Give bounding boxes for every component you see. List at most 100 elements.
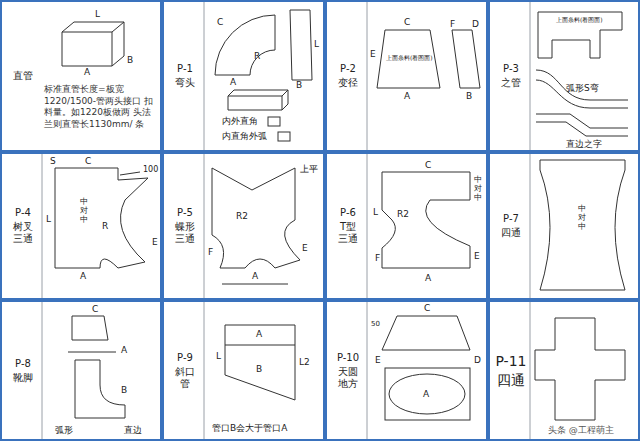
- fitting-cell: P-11 四通: [488, 300, 640, 441]
- dimension-label: R2: [397, 210, 409, 219]
- dimension-label: E: [375, 356, 381, 365]
- dimension-label: 50: [371, 321, 380, 328]
- dimension-label: A: [121, 346, 127, 355]
- dimension-label: L2: [299, 358, 310, 367]
- dimension-label: A: [404, 92, 410, 101]
- dimension-label: 100: [143, 166, 158, 174]
- dimension-label: A: [256, 330, 262, 339]
- fitting-name: 弯头: [174, 77, 196, 89]
- dimension-label: A: [84, 68, 90, 77]
- fitting-name: 四通: [500, 227, 522, 239]
- fitting-code: P-1: [177, 63, 193, 75]
- dimension-label: R2: [236, 212, 248, 221]
- fitting-code: P-6: [340, 207, 356, 219]
- dimension-label: C: [217, 18, 223, 27]
- note-text: 标准直管长度=板宽 1220/1500-管两头接口 扣料量。如1220板做两 头…: [44, 84, 158, 131]
- fitting-code: P-8: [15, 358, 31, 370]
- dimension-label: F: [375, 254, 380, 263]
- fitting-code: P-2: [340, 63, 356, 75]
- label-column: P-6T型三通: [327, 154, 369, 298]
- fitting-cell: P-8 靴脚: [0, 300, 162, 441]
- fitting-code: P-4: [15, 207, 31, 219]
- dimension-label: B: [296, 81, 302, 90]
- axis-note: 中对中: [578, 205, 586, 231]
- watermark: 头条 @工程萌主: [548, 426, 614, 435]
- axis-note: 中对中: [474, 176, 482, 202]
- dimension-label: L: [95, 10, 100, 19]
- dimension-label: E: [474, 252, 480, 261]
- fitting-cell: P-9 斜口管: [162, 300, 325, 441]
- fitting-name: 之管: [500, 77, 522, 89]
- dimension-label: 弧形S弯: [566, 84, 599, 93]
- fitting-cell: P-7 四通: [488, 152, 640, 300]
- fitting-name: 斜口管: [174, 366, 196, 390]
- fitting-cell: P-5 蝶形三通: [162, 152, 325, 300]
- fitting-cell: P-10 天圆地方: [325, 300, 488, 441]
- dimension-label: 管口B会大于管口A: [212, 424, 287, 433]
- fitting-code: 直管: [13, 70, 33, 82]
- fitting-cell: 直管标准直管长度=板宽 1220/1500-管两头接口 扣料量。如1220板做两…: [0, 0, 162, 152]
- dimension-label: 内外直角: [222, 117, 258, 126]
- fitting-code: P-9: [177, 352, 193, 364]
- dimension-label: 直边之字: [566, 140, 602, 149]
- dimension-label: A: [80, 272, 86, 281]
- label-column: P-11 四通: [490, 302, 532, 439]
- fitting-name: 蝶形三通: [174, 221, 196, 245]
- fitting-name: T型三通: [337, 221, 359, 245]
- label-column: P-1 弯头: [164, 2, 206, 150]
- dimension-label: A: [230, 78, 236, 87]
- label-column: P-7 四通: [490, 154, 532, 298]
- label-column: P-2变径: [327, 2, 369, 150]
- dimension-label: B: [121, 386, 127, 395]
- fitting-code: P-5: [177, 207, 193, 219]
- dimension-label: C: [85, 157, 91, 166]
- dimension-label: F: [208, 248, 213, 257]
- dimension-label: E: [370, 50, 376, 59]
- label-column: P-3 之管: [490, 2, 532, 150]
- dimension-label: R: [102, 222, 108, 231]
- dimension-label: E: [152, 238, 158, 247]
- dimension-label: C: [425, 161, 431, 170]
- dimension-label: L: [373, 208, 378, 217]
- dimension-label: B: [466, 92, 472, 101]
- label-column: P-10 天圆地方: [327, 302, 369, 439]
- fitting-cell: P-6T型三通: [325, 152, 488, 300]
- label-column: P-4 树叉三通: [2, 154, 44, 298]
- dimension-label: 内直角外弧: [222, 132, 267, 141]
- fitting-name: 靴脚: [12, 372, 34, 384]
- fitting-name: 树叉三通: [12, 221, 34, 245]
- dimension-label: R: [254, 52, 260, 61]
- fitting-code: P-7: [503, 213, 519, 225]
- dimension-label: B: [127, 56, 133, 65]
- dimension-label: A: [423, 390, 429, 399]
- dimension-label: L: [46, 215, 51, 224]
- fitting-code: P-3: [503, 63, 519, 75]
- dimension-label: 上面条料(看图面): [386, 55, 433, 61]
- fitting-name: 天圆地方: [337, 366, 359, 390]
- dimension-label: B: [256, 365, 262, 374]
- fitting-code: P-11: [495, 353, 526, 370]
- dimension-label: S: [50, 157, 56, 166]
- dimension-label: D: [472, 20, 479, 29]
- dimension-label: E: [302, 244, 308, 253]
- label-column: P-9 斜口管: [164, 302, 206, 439]
- dimension-label: D: [474, 356, 481, 365]
- column-separators: [42, 2, 530, 439]
- dimension-label: A: [252, 272, 258, 281]
- fitting-cell: P-1 弯头: [162, 0, 325, 152]
- dimension-label: C: [404, 18, 410, 27]
- label-column: P-8 靴脚: [2, 302, 44, 439]
- dimension-label: C: [424, 304, 430, 313]
- dimension-label: 弧形: [55, 426, 73, 435]
- fitting-code: P-10: [337, 352, 359, 364]
- dimension-label: A: [425, 274, 431, 283]
- axis-note: 中对中: [80, 198, 88, 224]
- fitting-name: 四通: [496, 372, 527, 389]
- dimension-label: F: [450, 20, 455, 29]
- label-column: P-5 蝶形三通: [164, 154, 206, 298]
- dimension-label: L: [314, 40, 319, 49]
- dimension-label: 上平: [300, 165, 318, 174]
- dimension-label: 上面条料(看图面): [556, 17, 603, 23]
- dimension-label: C: [92, 305, 98, 314]
